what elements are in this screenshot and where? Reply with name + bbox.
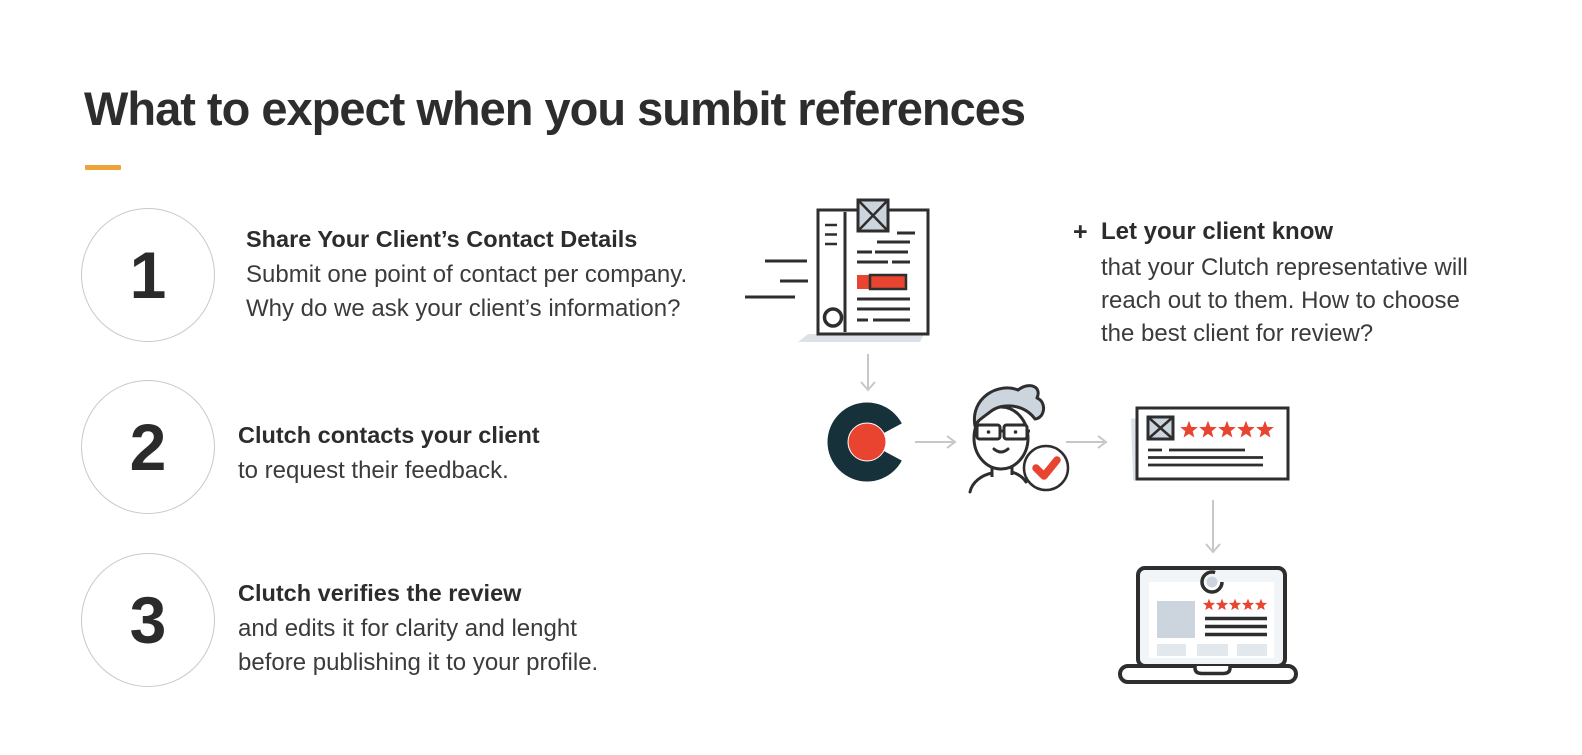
note-body: that your Clutch representative will rea… [1101, 254, 1468, 347]
step-1-circle: 1 [81, 208, 215, 342]
step-3-body: and edits it for clarity and lenght befo… [238, 615, 599, 676]
plus-bullet: + [1073, 218, 1088, 246]
step-1-body: Submit one point of contact per company.… [246, 261, 688, 322]
step-1-number: 1 [129, 238, 167, 312]
highlight-bar [857, 273, 908, 291]
step-2-text: Clutch contacts your client to request t… [238, 420, 540, 488]
step-3-number: 3 [129, 583, 167, 657]
published-profile-laptop-icon [1118, 566, 1298, 684]
down-arrow-icon [1205, 500, 1221, 554]
step-3-circle: 3 [81, 553, 215, 687]
step-1-heading: Share Your Client’s Contact Details [246, 226, 638, 252]
page-title: What to expect when you sumbit reference… [84, 82, 1026, 135]
client-note: + Let your client know that your Clutch … [1073, 217, 1468, 350]
reference-document-icon [745, 198, 930, 342]
step-2-circle: 2 [81, 380, 215, 514]
motion-lines-icon [745, 259, 808, 299]
down-arrow-icon [860, 354, 876, 392]
step-3-heading: Clutch verifies the review [238, 580, 522, 606]
step-2-number: 2 [129, 410, 167, 484]
hair [972, 384, 1045, 428]
clutch-logo-icon [827, 402, 912, 482]
verified-check-badge-icon [1022, 444, 1070, 492]
envelope-icon [856, 198, 890, 233]
camera-icon [1200, 570, 1224, 594]
image-placeholder [1157, 601, 1195, 638]
step-3-text: Clutch verifies the review and edits it … [238, 578, 598, 680]
note-heading: Let your client know [1101, 218, 1334, 245]
step-2-body: to request their feedback. [238, 457, 509, 484]
laptop-notch [1193, 666, 1232, 676]
review-card-icon [1130, 406, 1290, 481]
accent-dash [85, 165, 121, 170]
step-1-text: Share Your Client’s Contact Details Subm… [246, 224, 687, 326]
envelope-icon [1146, 415, 1175, 441]
right-arrow-icon [915, 435, 957, 449]
client-representative-icon [968, 384, 1070, 494]
glasses-icon [974, 423, 1030, 441]
step-2-heading: Clutch contacts your client [238, 422, 540, 448]
right-arrow-icon [1066, 435, 1108, 449]
